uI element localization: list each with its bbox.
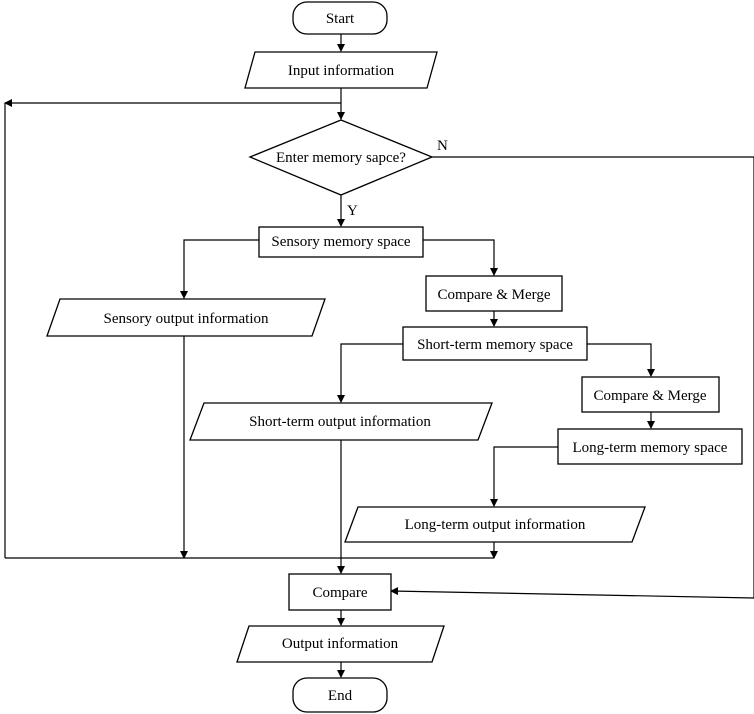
- node-compare-merge-2: Compare & Merge: [581, 376, 720, 413]
- edge-label-no: N: [437, 138, 448, 154]
- node-sensory-output-label: Sensory output information: [104, 311, 269, 327]
- node-long-space-label: Long-term memory space: [573, 440, 728, 456]
- node-sensory-space-label: Sensory memory space: [271, 234, 410, 250]
- node-compare-merge-2-label: Compare & Merge: [593, 388, 706, 404]
- node-long-output: Long-term output information: [344, 506, 646, 543]
- node-end: End: [292, 677, 388, 713]
- edge-short-output: [337, 343, 403, 403]
- node-output: Output information: [236, 625, 445, 663]
- node-output-label: Output information: [282, 636, 399, 652]
- edge-label-yes: Y: [347, 203, 358, 219]
- node-start: Start: [292, 1, 388, 35]
- node-sensory-space: Sensory memory space: [258, 226, 424, 258]
- node-long-space: Long-term memory space: [557, 428, 743, 465]
- node-compare: Compare: [288, 573, 392, 611]
- node-sensory-output: Sensory output information: [46, 298, 326, 337]
- edge-sensory-output: [180, 239, 259, 299]
- node-decision-label: Enter memory sapce?: [276, 150, 406, 166]
- edges: [4, 34, 754, 678]
- node-input: Input information: [244, 51, 438, 89]
- node-compare-merge-1: Compare & Merge: [425, 275, 563, 312]
- node-long-output-label: Long-term output information: [405, 517, 586, 533]
- node-decision: Enter memory sapce?: [248, 119, 434, 196]
- node-short-space: Short-term memory space: [402, 326, 588, 361]
- node-start-label: Start: [326, 11, 355, 27]
- node-short-output-label: Short-term output information: [249, 414, 431, 430]
- node-input-label: Input information: [288, 63, 395, 79]
- edge-sensory-merge1: [423, 239, 498, 276]
- edge-short-merge2: [587, 343, 655, 377]
- node-end-label: End: [328, 688, 353, 704]
- node-short-space-label: Short-term memory space: [417, 337, 573, 353]
- edge-long-output: [490, 446, 558, 507]
- node-compare-label: Compare: [313, 585, 368, 601]
- node-short-output: Short-term output information: [189, 402, 493, 441]
- edge-decision-no: [390, 156, 754, 599]
- node-compare-merge-1-label: Compare & Merge: [437, 287, 550, 303]
